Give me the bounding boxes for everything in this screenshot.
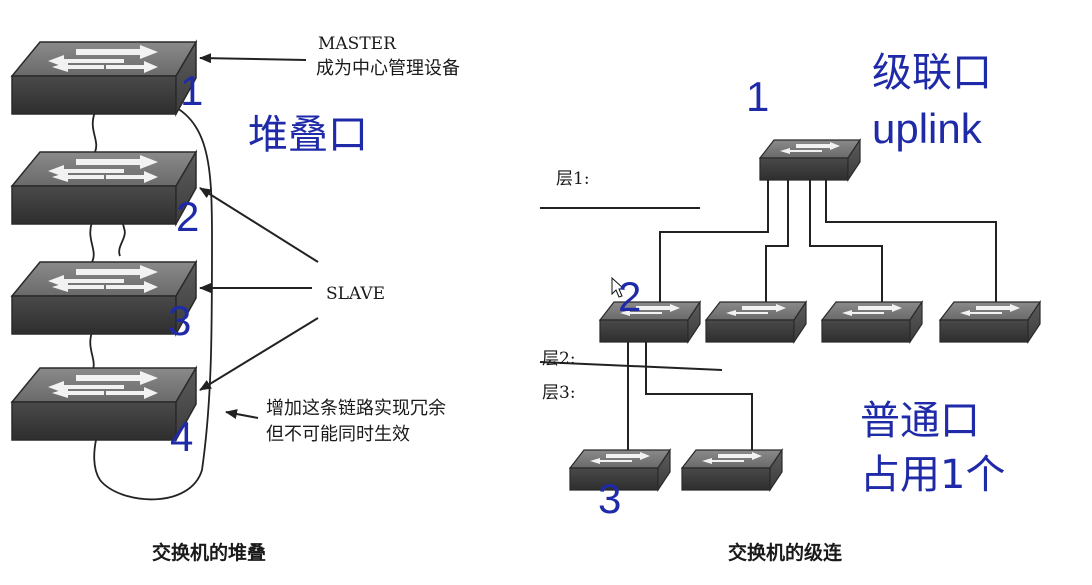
redundant-note-line2: 但不可能同时生效 (266, 424, 410, 445)
master-description: 成为中心管理设备 (316, 58, 460, 79)
uplink-port-label-cn: 级联口 (872, 50, 992, 96)
stack-number-2: 2 (176, 193, 200, 240)
stack-number-4: 4 (170, 413, 194, 460)
stack-number-1: 1 (180, 67, 204, 114)
layer-2-label: 层2: (542, 349, 576, 369)
stack-number-3: 3 (168, 297, 192, 344)
slave-label: SLAVE (326, 284, 386, 304)
master-label: MASTER (318, 34, 396, 54)
cascade-number-3: 3 (598, 475, 622, 522)
stack-caption: 交换机的堆叠 (152, 542, 267, 564)
normal-port-label-line2: 占用1个 (860, 452, 1006, 498)
layer-1-label: 层1: (556, 169, 590, 189)
stack-port-label: 堆叠口 (248, 112, 368, 158)
cascade-caption: 交换机的级连 (728, 542, 843, 564)
cascade-number-1: 1 (746, 73, 770, 120)
normal-port-label-line1: 普通口 (860, 398, 980, 444)
layer-3-label: 层3: (542, 383, 576, 403)
cascade-number-2: 2 (618, 273, 642, 320)
redundant-note-line1: 增加这条链路实现冗余 (266, 398, 446, 419)
uplink-port-label-en: uplink (872, 105, 982, 152)
mouse-cursor-icon (611, 276, 626, 298)
